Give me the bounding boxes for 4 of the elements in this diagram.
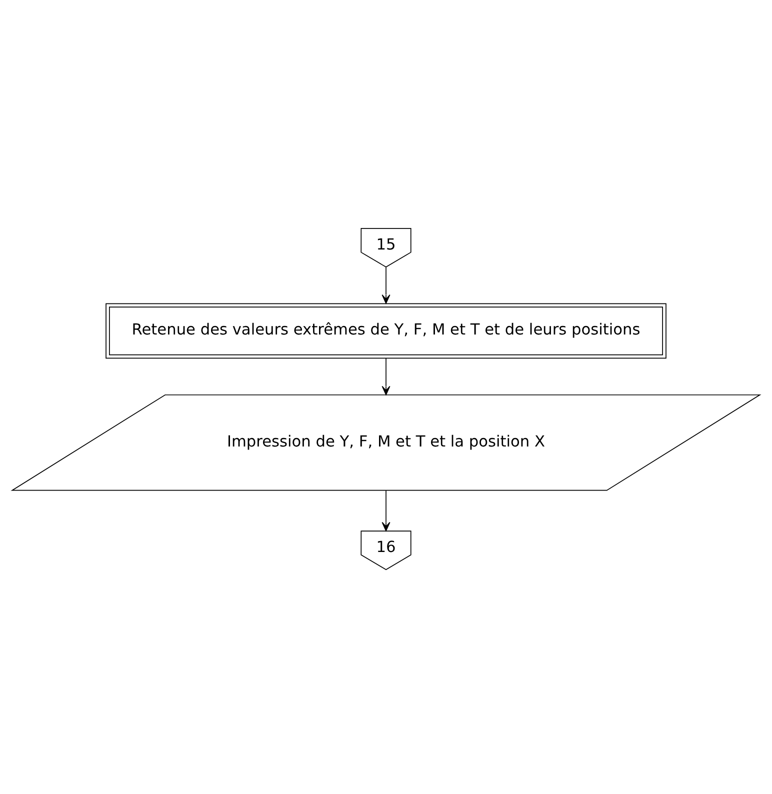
node-box: Retenue des valeurs extrêmes de Y, F, M et T et de leurs positions (106, 303, 666, 359)
arrow (382, 266, 390, 304)
arrow (382, 358, 390, 396)
arrow (382, 490, 390, 532)
